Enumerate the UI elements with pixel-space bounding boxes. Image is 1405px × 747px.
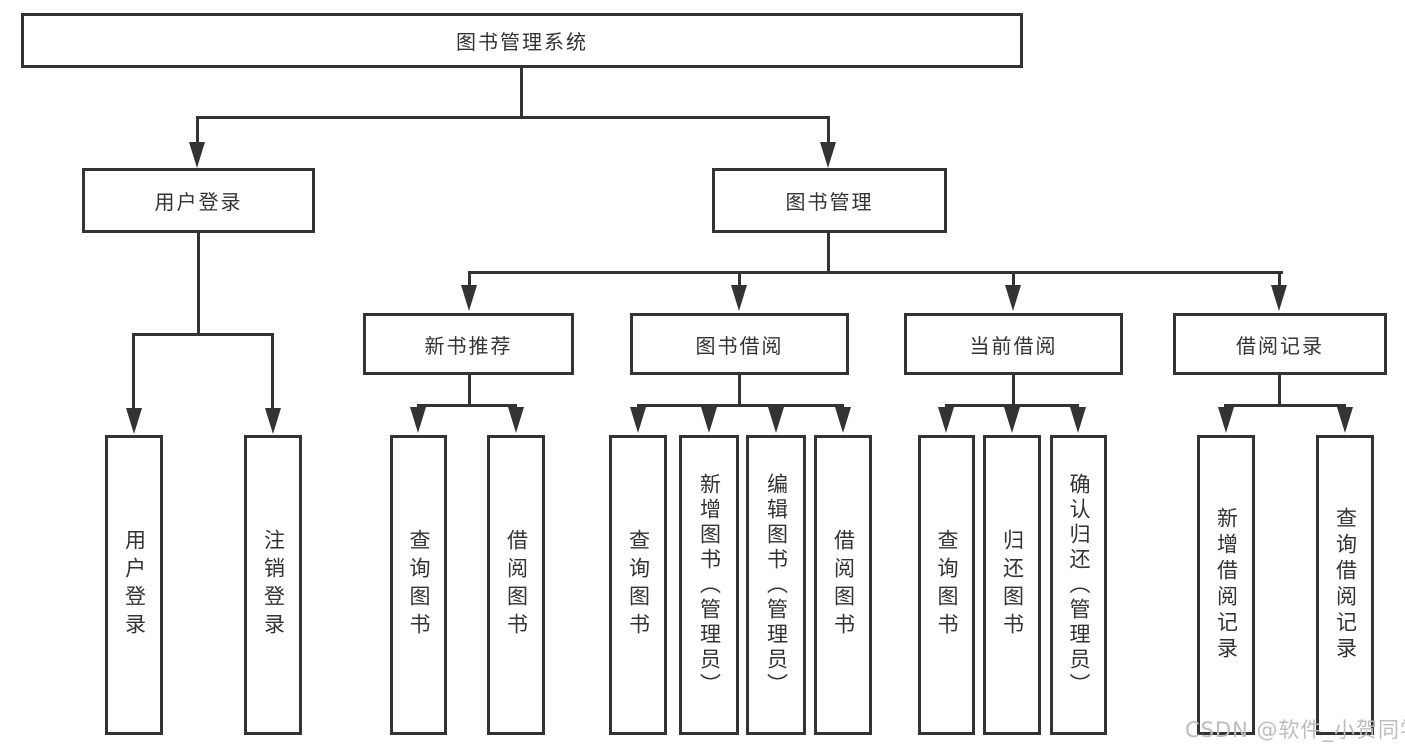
connector-l3-drop: [468, 271, 471, 287]
node-new-book-rec-label: 新书推荐: [424, 333, 513, 358]
leaf-bor-add-book: 新增图书（管理员）: [679, 435, 739, 735]
leaf-cur-confirm-return: 确认归还（管理员）: [1050, 435, 1107, 735]
leaf-log-add-record-label: 新增借阅记录: [1214, 507, 1239, 663]
connector-current-borrow-rail: [945, 404, 1079, 407]
connector-user-login-stem: [197, 233, 200, 335]
leaf-bor-edit-book-label: 编辑图书（管理员）: [764, 472, 789, 698]
arrow-down-icon: [1337, 407, 1353, 433]
leaf-rec-query-book-label: 查询图书: [407, 529, 431, 641]
arrow-down-icon: [1218, 407, 1234, 433]
leaf-log-query-record: 查询借阅记录: [1316, 435, 1374, 735]
arrow-down-icon: [1004, 407, 1020, 433]
node-root-label: 图书管理系统: [456, 30, 588, 54]
node-book-borrow: 图书借阅: [630, 313, 849, 375]
connector-borrow-record-rail: [1224, 404, 1346, 407]
connector-leaf-drop: [271, 333, 274, 409]
node-current-borrow: 当前借阅: [904, 313, 1123, 375]
node-new-book-rec: 新书推荐: [363, 313, 574, 375]
arrow-down-icon: [835, 407, 851, 433]
node-borrow-record-label: 借阅记录: [1236, 333, 1324, 358]
connector-l3-drop: [738, 271, 741, 287]
leaf-user-login-label: 用户登录: [122, 529, 147, 641]
connector-user-login-rail: [132, 333, 274, 336]
leaf-cur-query-book-label: 查询图书: [935, 529, 959, 641]
leaf-log-query-record-label: 查询借阅记录: [1333, 507, 1358, 663]
leaf-bor-borrow-book-label: 借阅图书: [831, 529, 856, 641]
connector-root-stem: [520, 66, 523, 119]
leaf-user-login: 用户登录: [105, 435, 163, 735]
arrow-down-icon: [508, 407, 524, 433]
connector-level2-rail: [468, 271, 1283, 274]
leaf-bor-query-book: 查询图书: [609, 435, 667, 735]
leaf-bor-borrow-book: 借阅图书: [814, 435, 872, 735]
connector-borrow-record-stem: [1278, 375, 1281, 406]
connector-book-borrow-stem: [738, 375, 741, 406]
node-book-borrow-label: 图书借阅: [695, 333, 784, 358]
node-borrow-record: 借阅记录: [1173, 313, 1387, 375]
connector-book-mgmt-drop: [827, 116, 830, 144]
connector-l3-drop: [1278, 271, 1281, 287]
connector-book-mgmt-stem: [827, 233, 830, 273]
arrow-down-icon: [189, 142, 205, 168]
csdn-watermark: CSDN @软件_小贺同学: [1185, 718, 1405, 742]
leaf-rec-query-book: 查询图书: [390, 435, 447, 735]
arrow-down-icon: [701, 407, 717, 433]
leaf-cur-confirm-return-label: 确认归还（管理员）: [1067, 472, 1091, 698]
arrow-down-icon: [1005, 285, 1021, 311]
connector-leaf-drop: [132, 333, 135, 409]
connector-level1-rail: [196, 116, 830, 119]
node-book-mgmt: 图书管理: [712, 168, 947, 233]
connector-book-borrow-rail: [637, 404, 844, 407]
arrow-down-icon: [731, 285, 747, 311]
leaf-rec-borrow-book-label: 借阅图书: [504, 529, 529, 641]
leaf-bor-add-book-label: 新增图书（管理员）: [697, 472, 722, 698]
leaf-cur-query-book: 查询图书: [918, 435, 975, 735]
connector-current-borrow-stem: [1012, 375, 1015, 406]
leaf-cur-return-book-label: 归还图书: [1000, 529, 1025, 641]
connector-new-book-rec-rail: [417, 404, 517, 407]
node-user-login: 用户登录: [82, 168, 315, 233]
arrow-down-icon: [768, 407, 784, 433]
connector-l3-drop: [1012, 271, 1015, 287]
leaf-rec-borrow-book: 借阅图书: [487, 435, 545, 735]
leaf-logout: 注销登录: [244, 435, 302, 735]
node-user-login-label: 用户登录: [154, 190, 243, 214]
leaf-logout-label: 注销登录: [261, 529, 286, 641]
node-root: 图书管理系统: [21, 13, 1023, 68]
arrow-down-icon: [265, 408, 281, 434]
arrow-down-icon: [630, 407, 646, 433]
arrow-down-icon: [1070, 407, 1086, 433]
arrow-down-icon: [126, 408, 142, 434]
connector-user-login-drop: [196, 116, 199, 144]
arrow-down-icon: [820, 142, 836, 168]
node-current-borrow-label: 当前借阅: [969, 333, 1058, 358]
node-book-mgmt-label: 图书管理: [785, 190, 874, 214]
arrow-down-icon: [938, 407, 954, 433]
arrow-down-icon: [410, 407, 426, 433]
leaf-bor-edit-book: 编辑图书（管理员）: [746, 435, 806, 735]
leaf-bor-query-book-label: 查询图书: [626, 529, 651, 641]
arrow-down-icon: [1271, 285, 1287, 311]
leaf-log-add-record: 新增借阅记录: [1197, 435, 1255, 735]
connector-new-book-rec-stem: [468, 375, 471, 406]
arrow-down-icon: [461, 285, 477, 311]
leaf-cur-return-book: 归还图书: [983, 435, 1041, 735]
